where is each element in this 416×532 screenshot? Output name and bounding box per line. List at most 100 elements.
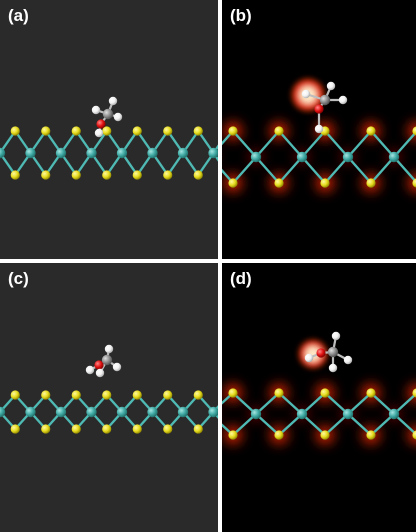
sulfur-atom — [228, 178, 238, 188]
sulfur-atom — [132, 170, 142, 180]
sulfur-atom — [366, 388, 376, 398]
metal-atom — [147, 406, 158, 418]
sulfur-atom — [320, 388, 330, 398]
metal-atom — [296, 151, 308, 163]
sulfur-atom — [132, 424, 142, 434]
sulfur-atom — [102, 170, 112, 180]
carbon-atom — [102, 108, 114, 120]
metal-atom — [55, 406, 67, 418]
sulfur-atom — [163, 126, 173, 136]
sulfur-atom — [163, 424, 173, 434]
panel-label-c: (c) — [8, 269, 29, 288]
sulfur-atom — [10, 424, 20, 434]
sulfur-atom — [412, 430, 416, 440]
metal-sulfur-bond — [300, 129, 327, 159]
hydrogen-atom — [338, 95, 348, 105]
hydrogen-atom — [94, 128, 104, 138]
metal-atom — [342, 408, 354, 420]
metal-atom — [388, 408, 400, 420]
hydrogen-atom — [301, 89, 311, 99]
sulfur-atom — [412, 388, 416, 398]
sulfur-atom — [193, 170, 203, 180]
panel-label-a: (a) — [8, 6, 29, 25]
sulfur-atom — [163, 170, 173, 180]
sulfur-atom — [102, 424, 112, 434]
sulfur-atom — [228, 388, 238, 398]
carbon-atom — [101, 354, 113, 366]
hydrogen-atom — [328, 363, 338, 373]
panel-b: (b) — [222, 0, 416, 259]
metal-sulfur-bond — [323, 129, 350, 159]
metal-atom — [116, 406, 128, 418]
metal-sulfur-bond — [222, 129, 235, 146]
hydrogen-atom — [95, 368, 105, 378]
sulfur-atom — [71, 126, 81, 136]
sulfur-atom — [193, 390, 203, 400]
oxygen-atom — [94, 360, 104, 370]
sulfur-atom — [41, 126, 51, 136]
density-glow — [408, 384, 416, 402]
oxygen-atom — [314, 104, 324, 114]
hydrogen-atom — [104, 344, 114, 354]
metal-sulfur-bond — [346, 129, 373, 159]
hydrogen-atom — [304, 353, 314, 363]
sulfur-atom — [41, 424, 51, 434]
sulfur-atom — [10, 126, 20, 136]
sulfur-atom — [41, 170, 51, 180]
hydrogen-atom — [85, 365, 95, 375]
sulfur-atom — [366, 126, 376, 136]
hydrogen-atom — [326, 81, 336, 91]
metal-sulfur-bond — [222, 391, 235, 405]
sulfur-atom — [320, 430, 330, 440]
hydrogen-atom — [112, 362, 122, 372]
metal-sulfur-bond — [254, 155, 281, 185]
metal-atom — [296, 408, 308, 420]
metal-atom — [208, 147, 218, 159]
panel-label-d: (d) — [230, 269, 252, 288]
hydrogen-atom — [91, 105, 101, 115]
metal-sulfur-bond — [254, 129, 281, 159]
density-glow — [408, 426, 416, 444]
sulfur-atom — [274, 388, 284, 398]
metal-atom — [55, 147, 67, 159]
metal-sulfur-bond — [277, 155, 304, 185]
sulfur-atom — [274, 126, 284, 136]
metal-atom — [116, 147, 128, 159]
sulfur-atom — [320, 178, 330, 188]
metal-sulfur-bond — [222, 168, 235, 185]
metal-atom — [86, 147, 97, 159]
panel-d: (d) — [222, 263, 416, 532]
metal-atom — [177, 406, 189, 418]
metal-atom — [388, 151, 400, 163]
metal-sulfur-bond — [392, 155, 416, 184]
hydrogen-atom — [113, 112, 123, 122]
sulfur-atom — [132, 390, 142, 400]
sulfur-atom — [102, 390, 112, 400]
hydrogen-atom — [108, 96, 118, 106]
metal-atom — [25, 406, 36, 418]
metal-sulfur-bond — [231, 155, 258, 185]
metal-sulfur-bond — [392, 130, 416, 159]
metal-sulfur-bond — [277, 129, 304, 159]
sulfur-atom — [274, 178, 284, 188]
metal-atom — [147, 147, 158, 159]
metal-sulfur-bond — [222, 423, 235, 437]
sulfur-atom — [41, 390, 51, 400]
sulfur-atom — [132, 126, 142, 136]
sulfur-atom — [10, 170, 20, 180]
metal-sulfur-bond — [300, 155, 327, 185]
panel-c: (c) — [0, 263, 218, 532]
sulfur-atom — [10, 390, 20, 400]
density-map-d — [222, 331, 416, 444]
metal-atom — [250, 151, 262, 163]
metal-sulfur-bond — [369, 155, 396, 185]
sulfur-atom — [366, 178, 376, 188]
metal-atom — [86, 406, 97, 418]
carbon-atom — [319, 94, 331, 106]
sulfur-atom — [228, 430, 238, 440]
sulfur-atom — [193, 424, 203, 434]
hydrogen-atom — [331, 331, 341, 341]
panel-a: (a) — [0, 0, 218, 259]
density-map-b — [222, 79, 416, 192]
sulfur-atom — [366, 430, 376, 440]
